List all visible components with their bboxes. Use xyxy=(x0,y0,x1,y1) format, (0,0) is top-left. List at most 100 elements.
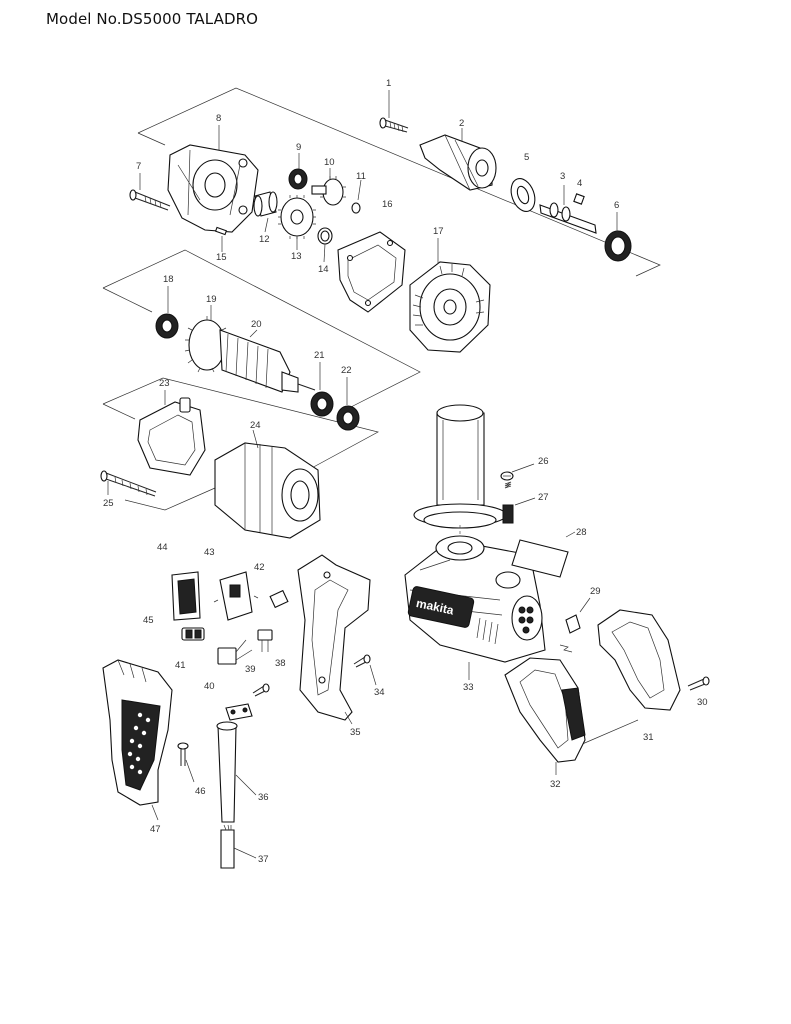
part-11-washer xyxy=(351,179,362,214)
part-16-gasket xyxy=(337,231,406,313)
part-22-bearing xyxy=(336,377,360,431)
part-label-3: 3 xyxy=(560,171,565,182)
part-label-9: 9 xyxy=(296,142,301,153)
part-label-14: 14 xyxy=(318,264,329,275)
part-label-16: 16 xyxy=(382,199,393,210)
part-label-38: 38 xyxy=(275,658,286,669)
part-29-clip xyxy=(559,597,591,653)
part-label-39: 39 xyxy=(245,664,256,675)
part-39-screw xyxy=(252,683,270,697)
part-label-27: 27 xyxy=(538,492,549,503)
part-label-21: 21 xyxy=(314,350,325,361)
part-label-43: 43 xyxy=(204,547,215,558)
part-21-bearing xyxy=(310,362,334,417)
part-label-24: 24 xyxy=(250,420,261,431)
part-label-36: 36 xyxy=(258,792,269,803)
part-label-30: 30 xyxy=(697,697,708,708)
part-8-gear-housing xyxy=(167,125,259,233)
part-label-1: 1 xyxy=(386,78,391,89)
part-label-45: 45 xyxy=(143,615,154,626)
part-5-ring xyxy=(510,178,536,212)
part-44-switch-button xyxy=(171,571,201,621)
part-47-grip-cover xyxy=(102,659,173,821)
part-label-8: 8 xyxy=(216,113,221,124)
part-number-labels: 1 2 3 4 5 6 7 8 9 10 11 12 13 14 15 16 1… xyxy=(103,78,708,865)
part-label-6: 6 xyxy=(614,200,619,211)
part-23-brush-holder xyxy=(137,390,206,476)
part-label-47: 47 xyxy=(150,824,161,835)
part-6-bearing xyxy=(604,212,632,262)
side-handle-tube xyxy=(413,404,507,545)
part-label-18: 18 xyxy=(163,274,174,285)
part-label-22: 22 xyxy=(341,365,352,376)
part-label-23: 23 xyxy=(159,378,170,389)
part-7-screw xyxy=(129,173,171,211)
part-41-noise-suppressor xyxy=(217,639,253,665)
part-24-field xyxy=(214,429,321,539)
part-1-screw xyxy=(379,90,409,133)
part-37-cord xyxy=(220,824,257,869)
part-3-spindle xyxy=(539,185,597,234)
part-label-4: 4 xyxy=(577,178,582,189)
part-35-handle-frame xyxy=(297,554,371,725)
part-18-bearing xyxy=(155,286,179,339)
part-label-31: 31 xyxy=(643,732,654,743)
part-label-5: 5 xyxy=(524,152,529,163)
part-26-screw xyxy=(500,463,535,481)
part-12-sleeve xyxy=(253,191,278,233)
part-17-bearing-housing xyxy=(409,238,491,353)
part-label-13: 13 xyxy=(291,251,302,262)
part-43-switch xyxy=(213,571,259,621)
part-label-40: 40 xyxy=(204,681,215,692)
part-label-7: 7 xyxy=(136,161,141,172)
part-label-10: 10 xyxy=(324,157,335,168)
part-label-37: 37 xyxy=(258,854,269,865)
part-15-pin xyxy=(214,226,228,252)
part-label-19: 19 xyxy=(206,294,217,305)
part-label-29: 29 xyxy=(590,586,601,597)
part-34-screw xyxy=(353,654,377,686)
part-32-d-handle xyxy=(504,657,586,775)
part-label-32: 32 xyxy=(550,779,561,790)
part-label-28: 28 xyxy=(576,527,587,538)
part-9-bearing xyxy=(288,153,308,190)
part-28-label xyxy=(511,531,576,578)
part-label-11: 11 xyxy=(356,171,366,182)
part-27-brush xyxy=(502,481,536,524)
part-45-lock-button xyxy=(181,627,205,641)
part-label-12: 12 xyxy=(259,234,270,245)
part-label-25: 25 xyxy=(103,498,114,509)
group-outline-armature xyxy=(102,249,421,411)
part-46-screw xyxy=(177,742,195,783)
part-30-screw xyxy=(687,676,710,691)
part-label-26: 26 xyxy=(538,456,549,467)
part-label-2: 2 xyxy=(459,118,464,129)
part-4-key xyxy=(573,193,585,205)
part-label-46: 46 xyxy=(195,786,206,797)
part-label-17: 17 xyxy=(433,226,444,237)
part-10-gear xyxy=(311,168,346,206)
page-title: Model No.DS5000 TALADRO xyxy=(46,10,259,28)
part-label-42: 42 xyxy=(254,562,265,573)
part-31-handle-cover xyxy=(579,609,681,746)
part-label-20: 20 xyxy=(251,319,262,330)
part-42-terminal xyxy=(269,589,289,609)
part-38-capacitor xyxy=(257,629,273,652)
group-outline-field xyxy=(102,377,379,511)
part-40-cord-clamp xyxy=(225,703,253,721)
part-label-34: 34 xyxy=(374,687,385,698)
part-20-armature xyxy=(219,329,316,393)
group-outline-gear-housing xyxy=(137,87,661,277)
part-label-35: 35 xyxy=(350,727,361,738)
part-13-spur-gear xyxy=(278,195,316,250)
part-label-44: 44 xyxy=(157,542,168,553)
part-label-33: 33 xyxy=(463,682,474,693)
part-label-41: 41 xyxy=(175,660,186,671)
part-33-motor-housing: makita xyxy=(404,535,546,680)
part-14-retaining-ring xyxy=(317,227,333,263)
part-2-drill-chuck xyxy=(419,128,497,191)
part-36-cord-guard xyxy=(216,721,257,823)
part-label-15: 15 xyxy=(216,252,227,263)
part-25-screw xyxy=(100,470,157,497)
